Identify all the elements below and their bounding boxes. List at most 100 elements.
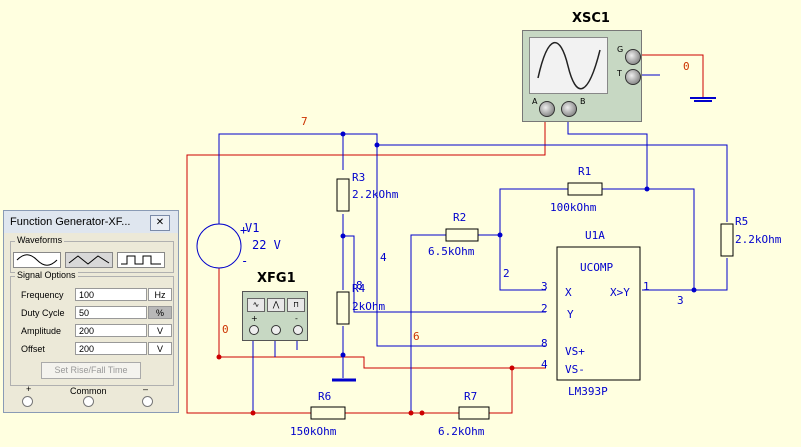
- amplitude-input[interactable]: 200: [75, 324, 147, 337]
- xfg-ref: XFG1: [257, 271, 296, 286]
- duty-cycle-unit[interactable]: %: [148, 306, 172, 319]
- r1-ref: R1: [578, 165, 592, 178]
- u1a-pin-vsp: VS+: [565, 345, 585, 358]
- r7-value: 6.2kOhm: [438, 425, 485, 438]
- u1a-pin-x: X: [565, 286, 572, 299]
- u1a-body: [556, 246, 641, 381]
- plus-terminal-label: +: [26, 384, 32, 394]
- r6-value: 150kOhm: [290, 425, 337, 438]
- scope-screen: [529, 37, 608, 94]
- window-title: Function Generator-XF...: [10, 216, 131, 228]
- u1a-pinnum-4: 4: [541, 358, 548, 371]
- r1-body: [567, 182, 603, 196]
- square-wave-icon: ⊓: [287, 298, 305, 312]
- port-b-label: B: [580, 97, 586, 106]
- net-3: 3: [677, 294, 684, 307]
- plus-terminal-radio[interactable]: [22, 396, 33, 407]
- port-g-label: G: [617, 45, 624, 54]
- v1-minus: -: [241, 254, 249, 268]
- r3-body: [336, 178, 350, 212]
- signal-options-label: Signal Options: [15, 270, 78, 280]
- r6-body: [310, 406, 346, 420]
- close-button[interactable]: ✕: [150, 215, 170, 231]
- xfg-common-terminal[interactable]: [271, 325, 281, 335]
- net-4: 4: [380, 251, 387, 264]
- r2-value: 6.5kOhm: [428, 245, 475, 258]
- oscilloscope[interactable]: G T A B: [522, 30, 642, 122]
- r5-body: [720, 223, 734, 257]
- r2-ref: R2: [453, 211, 467, 224]
- function-generator-window[interactable]: Function Generator-XF... ✕ Waveforms Sig…: [3, 210, 179, 413]
- net-7: 7: [301, 115, 308, 128]
- u1a-pinnum-1: 1: [643, 280, 650, 293]
- minus-terminal-radio[interactable]: [142, 396, 153, 407]
- r5-value: 2.2kOhm: [735, 233, 782, 246]
- waveforms-group: Waveforms: [10, 235, 174, 273]
- xfg-plus-label: +: [251, 314, 258, 323]
- r4-body: [336, 291, 350, 325]
- r5-ref: R5: [735, 215, 749, 228]
- xfg-minus-label: -: [295, 314, 298, 323]
- r3-value: 2.2kOhm: [352, 188, 399, 201]
- r2-body: [445, 228, 479, 242]
- sine-wave-button[interactable]: [13, 252, 61, 268]
- triangle-wave-icon: ⋀: [267, 298, 285, 312]
- waveforms-label: Waveforms: [15, 235, 65, 245]
- net-0-left: 0: [222, 323, 229, 336]
- u1a-part: LM393P: [568, 385, 608, 398]
- function-generator-symbol[interactable]: ∿ ⋀ ⊓ + -: [242, 291, 308, 341]
- u1a-pinnum-3: 3: [541, 280, 548, 293]
- net-6: 6: [413, 330, 420, 343]
- u1a-ref: U1A: [585, 229, 605, 242]
- r1-value: 100kOhm: [550, 201, 597, 214]
- set-rise-fall-time-button[interactable]: Set Rise/Fall Time: [41, 362, 141, 379]
- u1a-pinnum-8: 8: [541, 337, 548, 350]
- r7-body: [458, 406, 490, 420]
- v1-plus: +: [240, 223, 248, 237]
- v1-value: 22 V: [252, 238, 281, 252]
- u1a-pinnum-2: 2: [541, 302, 548, 315]
- amplitude-label: Amplitude: [21, 326, 62, 336]
- u1a-pin-out: X>Y: [610, 286, 630, 299]
- net-2: 2: [503, 267, 510, 280]
- port-a-knob[interactable]: [539, 101, 555, 117]
- window-titlebar[interactable]: Function Generator-XF... ✕: [4, 211, 178, 233]
- offset-unit[interactable]: V: [148, 342, 172, 355]
- u1a-pin-vsm: VS-: [565, 363, 585, 376]
- v1-symbol: [196, 223, 242, 269]
- duty-cycle-label: Duty Cycle: [21, 308, 65, 318]
- sine-wave-icon: ∿: [247, 298, 265, 312]
- triangle-wave-button[interactable]: [65, 252, 113, 268]
- v1-ref: V1: [245, 221, 260, 235]
- port-g-knob[interactable]: [625, 49, 641, 65]
- minus-terminal-label: –: [143, 384, 149, 394]
- port-a-label: A: [532, 97, 538, 106]
- offset-label: Offset: [21, 344, 45, 354]
- r4-ref: R4: [352, 282, 366, 295]
- common-terminal-radio[interactable]: [83, 396, 94, 407]
- scope-ref: XSC1: [572, 11, 610, 26]
- frequency-input[interactable]: 100: [75, 288, 147, 301]
- r7-ref: R7: [464, 390, 478, 403]
- duty-cycle-input[interactable]: 50: [75, 306, 147, 319]
- u1a-type: UCOMP: [580, 261, 614, 274]
- signal-options-group: Signal Options: [10, 270, 174, 386]
- frequency-unit[interactable]: Hz: [148, 288, 172, 301]
- common-terminal-label: Common: [70, 386, 107, 396]
- port-b-knob[interactable]: [561, 101, 577, 117]
- xfg-minus-terminal[interactable]: [293, 325, 303, 335]
- offset-input[interactable]: 200: [75, 342, 147, 355]
- square-wave-button[interactable]: [117, 252, 165, 268]
- net-0-scope: 0: [683, 60, 690, 73]
- port-t-label: T: [617, 69, 622, 78]
- amplitude-unit[interactable]: V: [148, 324, 172, 337]
- net-8: 8: [356, 279, 363, 292]
- port-t-knob[interactable]: [625, 69, 641, 85]
- r6-ref: R6: [318, 390, 332, 403]
- frequency-label: Frequency: [21, 290, 64, 300]
- r3-ref: R3: [352, 171, 366, 184]
- u1a-pin-y: Y: [567, 308, 574, 321]
- xfg-plus-terminal[interactable]: [249, 325, 259, 335]
- r4-value: 2kOhm: [352, 300, 386, 313]
